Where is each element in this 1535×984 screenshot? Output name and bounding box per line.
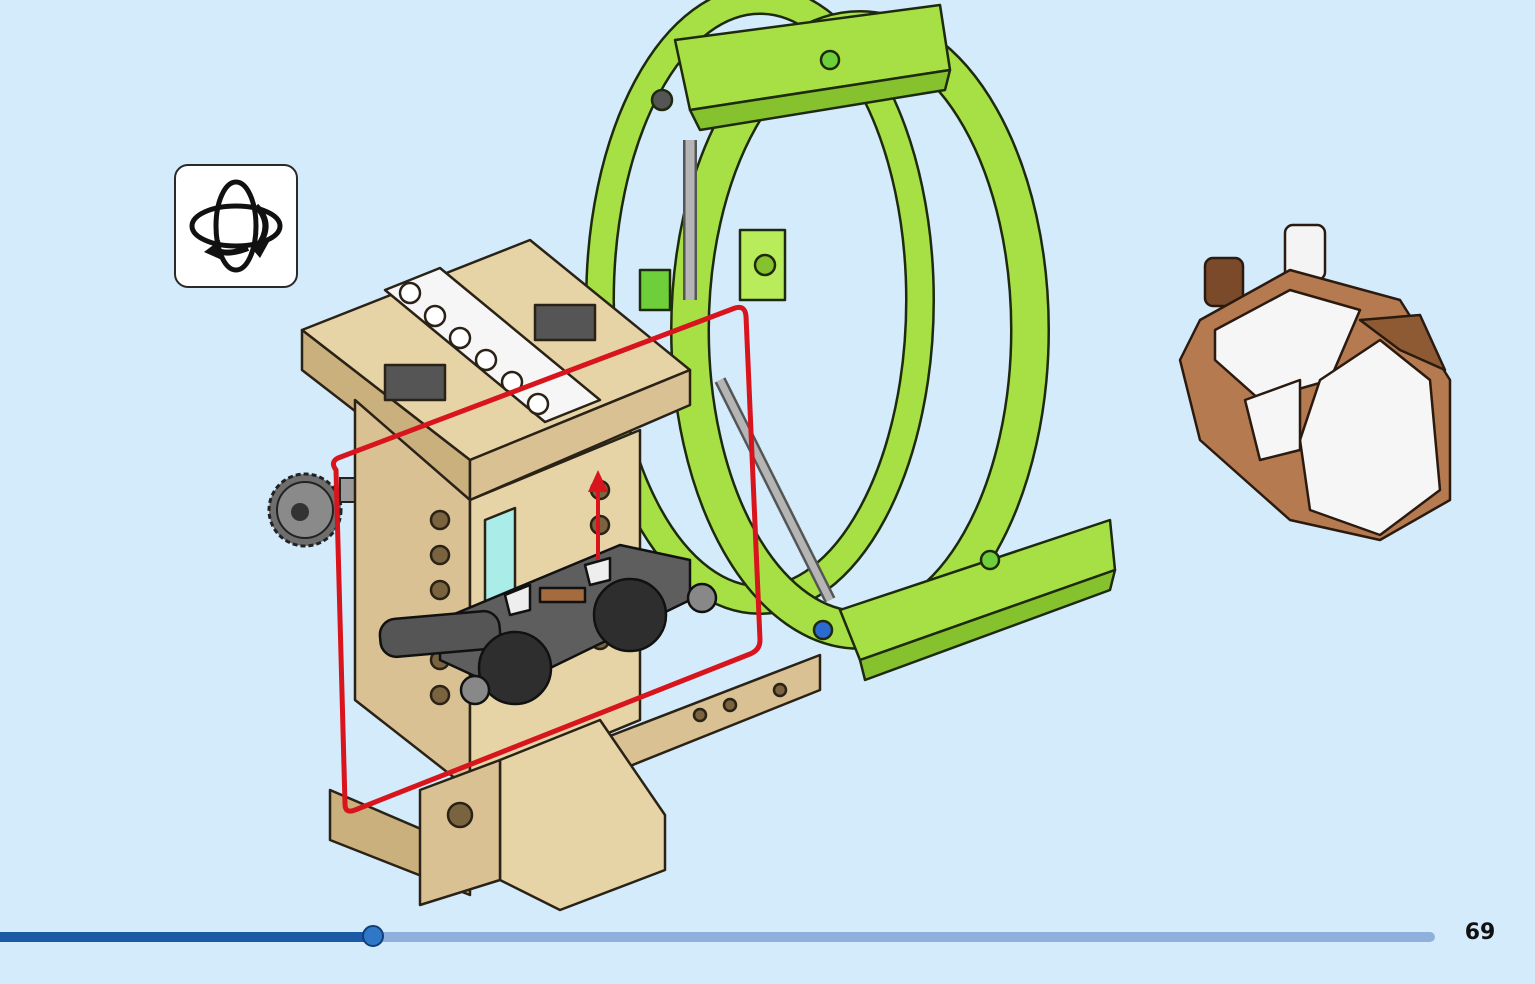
move-direction-arrow (588, 470, 608, 560)
progress-bar (0, 925, 1435, 947)
grey-technic-assembly (378, 543, 718, 706)
progress-marker (362, 925, 384, 947)
hamster-figure (1178, 223, 1452, 542)
progress-fill (0, 932, 373, 942)
page-number: 69 (1464, 920, 1496, 945)
rotate-callout-box (174, 164, 298, 288)
callout-frame (330, 304, 763, 814)
rotate-model-icon (189, 179, 283, 273)
